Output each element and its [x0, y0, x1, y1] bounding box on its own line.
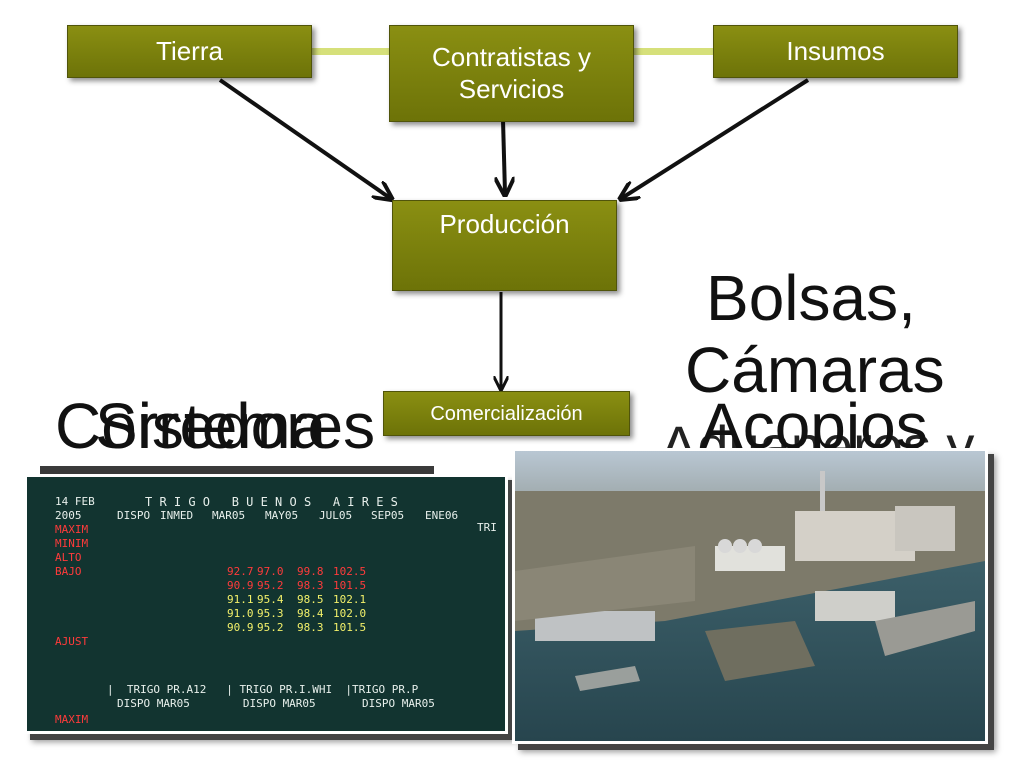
port-aerial-photo — [512, 448, 988, 744]
node-insumos[interactable]: Insumos — [713, 25, 958, 78]
arrow-tierra-produccion — [218, 78, 390, 198]
board-value: 90.9 — [227, 579, 254, 592]
board-value: 95.4 — [257, 593, 284, 606]
connector-right — [632, 48, 714, 55]
board-value: 91.1 — [227, 593, 254, 606]
board-value: 102.5 — [333, 565, 367, 578]
board-row-label: BAJO — [55, 565, 82, 578]
board-value: 98.5 — [297, 593, 324, 606]
board-value: 91.0 — [227, 607, 254, 620]
label-camaras: Cámaras — [685, 338, 945, 402]
board-footer-line1: | TRIGO PR.A12 | TRIGO PR.I.WHI |TRIGO P… — [107, 683, 419, 696]
board-value: 95.3 — [257, 607, 284, 620]
board-year: 2005 — [55, 509, 82, 522]
node-produccion[interactable]: Producción — [392, 200, 617, 291]
node-comercializacion-label: Comercialización — [430, 402, 583, 425]
connector-left — [310, 48, 390, 55]
node-tierra-label: Tierra — [156, 35, 223, 66]
arrow-contratistas-produccion — [503, 119, 505, 193]
board-value: 101.5 — [333, 579, 367, 592]
board-column-header: ENE06 — [425, 509, 459, 522]
board-column-header: MAR05 — [212, 509, 246, 522]
board-column-header: MAY05 — [265, 509, 299, 522]
board-value: 95.2 — [257, 579, 284, 592]
board-right-cut: TRI — [477, 521, 497, 534]
board-row-label: MAXIM — [55, 523, 89, 536]
label-bolsas-line1: Bolsas, — [706, 262, 916, 334]
arrow-insumos-produccion — [622, 78, 810, 198]
board-footer-line2: DISPO MAR05 DISPO MAR05 DISPO MAR05 — [117, 697, 435, 710]
price-board-photo: 14 FEB 2005 T R I G O B U E N O S A I R … — [24, 474, 508, 734]
node-produccion-label: Producción — [439, 209, 570, 239]
board-value: 90.9 — [227, 621, 254, 634]
board-row-label: AJUST — [55, 635, 89, 648]
board-value: 101.5 — [333, 621, 367, 634]
label-sistema: Sistema — [95, 394, 326, 458]
board-value: 102.1 — [333, 593, 367, 606]
label-camaras-text: Cámaras — [685, 334, 945, 406]
board-value: 98.4 — [297, 607, 324, 620]
board-value: 99.8 — [297, 565, 324, 578]
board-row-label: ALTO — [55, 551, 82, 564]
node-tierra[interactable]: Tierra — [67, 25, 312, 78]
board-column-header: JUL05 — [319, 509, 353, 522]
board-date: 14 FEB — [55, 495, 95, 508]
node-contratistas[interactable]: Contratistas y Servicios — [389, 25, 634, 122]
board-column-header: INMED — [160, 509, 194, 522]
label-corredores: Corredores — [55, 394, 375, 458]
board-value: 97.0 — [257, 565, 284, 578]
board-row-label: MINIM — [55, 537, 89, 550]
label-corredores-text: Corredores — [55, 390, 376, 462]
node-contratistas-line1: Contratistas y — [432, 42, 591, 73]
board-value: 102.0 — [333, 607, 367, 620]
board-value: 98.3 — [297, 579, 324, 592]
label-acopios: Acopios — [700, 394, 928, 458]
label-bolsas: Bolsas, — [706, 266, 916, 330]
board-footer-label: MAXIM — [55, 713, 89, 726]
board-title: T R I G O B U E N O S A I R E S — [145, 495, 398, 509]
node-contratistas-line2: Servicios — [458, 73, 565, 104]
board-value: 95.2 — [257, 621, 284, 634]
node-comercializacion[interactable]: Comercialización — [383, 391, 630, 436]
board-column-header: SEP05 — [371, 509, 405, 522]
node-insumos-label: Insumos — [786, 35, 885, 66]
label-acopios-text: Acopios — [700, 390, 928, 462]
board-value: 98.3 — [297, 621, 324, 634]
board-column-header: DISPO — [117, 509, 151, 522]
port-illustration — [515, 451, 985, 741]
label-sistema-text: Sistema — [95, 390, 327, 462]
board-value: 92.7 — [227, 565, 254, 578]
